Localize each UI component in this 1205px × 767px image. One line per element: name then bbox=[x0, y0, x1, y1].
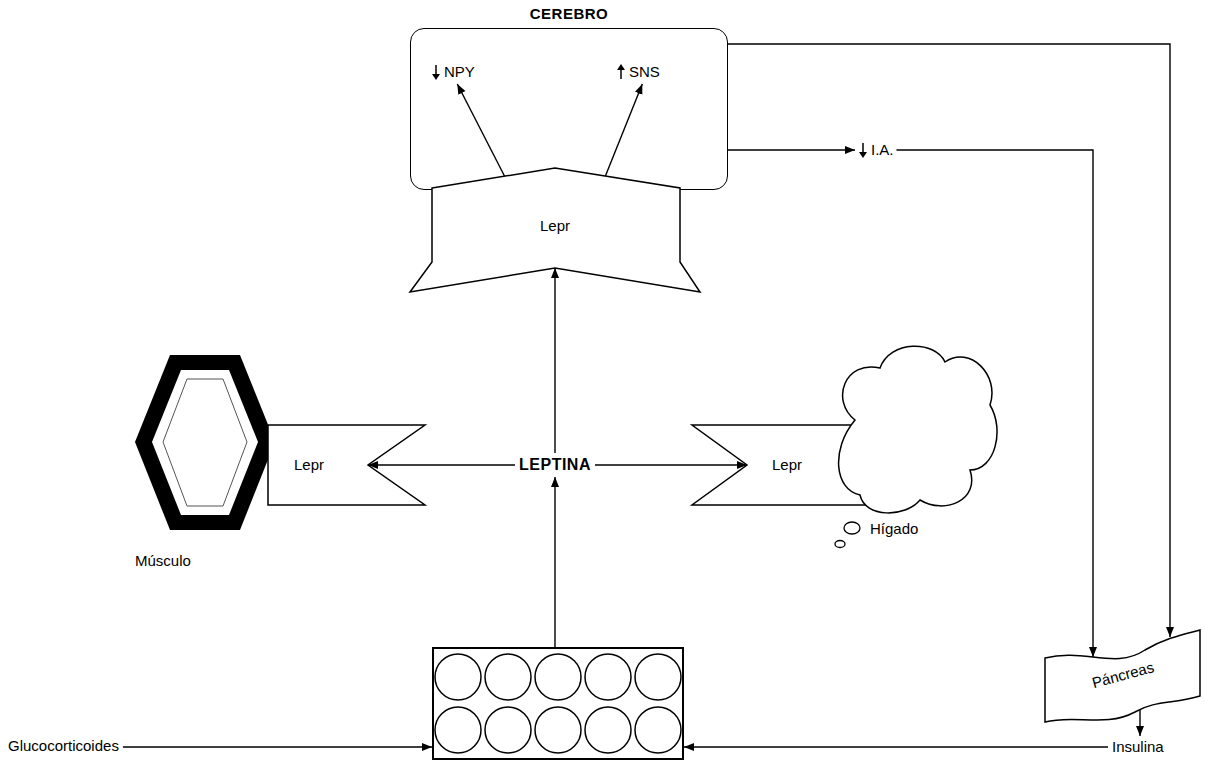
input-label: Glucocorticoides bbox=[8, 737, 119, 755]
hormone-name: NPY bbox=[444, 63, 475, 81]
signal-arrow bbox=[605, 84, 642, 177]
brain-region: CEREBRONPYSNS bbox=[410, 28, 728, 190]
pancreas-shape: Páncreas bbox=[1045, 630, 1200, 722]
decrease-arrow bbox=[431, 64, 441, 80]
receptor-shape: Lepr bbox=[268, 425, 425, 505]
adipose-tissue bbox=[432, 647, 684, 760]
hormone-name: LEPTINA bbox=[519, 456, 591, 474]
receptor-shape: Lepr bbox=[410, 168, 700, 292]
region-title: CEREBRO bbox=[411, 5, 727, 23]
signal-arrow bbox=[554, 268, 555, 453]
receptor-name: Lepr bbox=[772, 456, 802, 474]
system-name: SNS bbox=[629, 63, 660, 81]
effect-name: I.A. bbox=[871, 141, 894, 159]
signal-arrow bbox=[684, 746, 1108, 747]
receptor-shape-outline bbox=[268, 425, 425, 505]
system-label: SNS bbox=[616, 63, 660, 81]
decrease-arrow bbox=[858, 142, 868, 158]
muscle-cell-outline bbox=[135, 355, 275, 530]
hormone-label: NPY bbox=[431, 63, 475, 81]
hormone-center: LEPTINA bbox=[519, 456, 591, 474]
increase-arrow bbox=[616, 64, 626, 80]
organ-name: Hígado bbox=[870, 520, 918, 538]
output-label: Insulina bbox=[1112, 738, 1164, 756]
hormone-name: Glucocorticoides bbox=[8, 737, 119, 755]
signal-arrow bbox=[368, 464, 515, 465]
signal-arrow bbox=[457, 84, 505, 177]
signal-arrow bbox=[728, 44, 1170, 637]
organ-name: Músculo bbox=[135, 552, 191, 570]
signal-arrow bbox=[1139, 710, 1140, 736]
liver-shape: Hígado bbox=[830, 340, 1000, 555]
signal-arrow bbox=[123, 746, 432, 747]
receptor-name: Lepr bbox=[294, 456, 324, 474]
receptor-name: Lepr bbox=[410, 217, 700, 235]
signal-arrow bbox=[554, 477, 555, 647]
signal-arrow bbox=[595, 464, 747, 465]
muscle-cell: Músculo bbox=[135, 355, 275, 530]
signal-arrow bbox=[728, 149, 855, 150]
effect-label: I.A. bbox=[858, 141, 894, 159]
hormone-name: Insulina bbox=[1112, 738, 1164, 756]
adipose-tissue-outline bbox=[432, 647, 684, 760]
